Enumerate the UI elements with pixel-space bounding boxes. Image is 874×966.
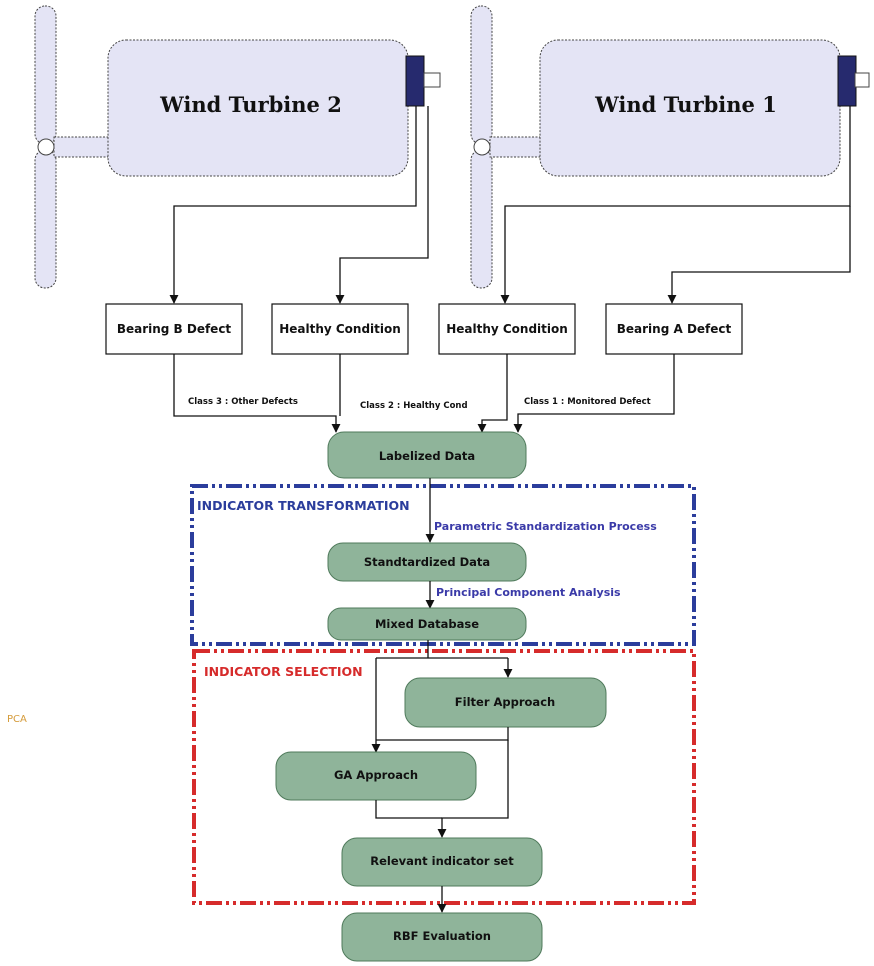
section-indicator-transformation — [190, 484, 696, 646]
wire-class-2-right — [477, 354, 508, 433]
turbine-1-upper-blade — [470, 5, 493, 145]
wire-class-1 — [513, 354, 675, 433]
turbine-2-title: Wind Turbine 2 — [159, 92, 342, 117]
wire-filter-to-ga — [376, 727, 509, 741]
condition-label-bearing-a: Bearing A Defect — [617, 322, 732, 336]
node-ga-approach-label: GA Approach — [334, 768, 418, 782]
turbine-2-sensor-tip — [423, 72, 441, 88]
node-labelized-data — [327, 431, 527, 479]
method-standardization: Parametric Standardization Process — [434, 520, 657, 533]
class-label-1: Class 1 : Monitored Defect — [524, 397, 651, 407]
node-rbf-evaluation-label: RBF Evaluation — [393, 929, 491, 943]
condition-label-healthy-left: Healthy Condition — [279, 322, 401, 336]
wire-to-bearing-b — [169, 106, 417, 304]
side-label-pca: PCA — [7, 714, 27, 725]
class-wires — [173, 354, 675, 433]
turbine-1-housing — [539, 39, 841, 177]
node-mixed-database-label: Mixed Database — [375, 617, 479, 631]
wire-filter-to-relevant — [437, 740, 509, 838]
node-filter-approach — [404, 677, 607, 728]
node-relevant-indicator-set-label: Relevant indicator set — [370, 854, 514, 868]
wind-turbine-2: Wind Turbine 2 — [34, 5, 441, 289]
turbine-2-sensor-block — [405, 55, 425, 107]
condition-box-healthy-left — [271, 303, 409, 355]
turbine-1-shaft — [489, 136, 543, 158]
wire-to-healthy-left — [335, 106, 429, 304]
node-filter-approach-label: Filter Approach — [455, 695, 555, 709]
wire-to-healthy-right — [500, 106, 851, 304]
node-standardized-data — [327, 542, 527, 582]
turbine-1-lower-blade — [470, 149, 493, 289]
turbine-2-hub-circle — [37, 138, 55, 156]
turbine-1-title: Wind Turbine 1 — [594, 92, 777, 117]
turbine-2-shaft — [53, 136, 111, 158]
node-rbf-evaluation — [341, 912, 543, 962]
wire-ga-to-relevant — [375, 800, 442, 819]
turbine-2-lower-blade — [34, 149, 57, 289]
class-label-3: Class 3 : Other Defects — [188, 397, 298, 407]
section-indicator-selection — [192, 649, 696, 905]
turbine-1-hub-circle — [473, 138, 491, 156]
wind-turbine-1: Wind Turbine 1 — [470, 5, 870, 289]
condition-boxes: Bearing B Defect Healthy Condition Healt… — [105, 303, 743, 355]
turbine-1-sensor-tip — [854, 72, 870, 88]
class-label-2: Class 2 : Healthy Cond — [360, 401, 468, 411]
turbine-2-housing — [107, 39, 409, 177]
turbine-signal-wires — [169, 106, 851, 304]
condition-box-bearing-b — [105, 303, 243, 355]
turbine-1-sensor-block — [837, 55, 857, 107]
wire-class-3 — [173, 354, 341, 433]
node-mixed-database — [327, 607, 527, 641]
node-labelized-data-label: Labelized Data — [379, 449, 475, 463]
turbine-2-upper-blade — [34, 5, 57, 145]
section-selection-title: INDICATOR SELECTION — [204, 664, 363, 679]
condition-label-healthy-right: Healthy Condition — [446, 322, 568, 336]
method-pca: Principal Component Analysis — [436, 586, 621, 599]
wire-to-bearing-a — [667, 206, 851, 304]
condition-label-bearing-b: Bearing B Defect — [117, 322, 232, 336]
node-standardized-data-label: Standtardized Data — [364, 555, 490, 569]
section-transformation-title: INDICATOR TRANSFORMATION — [197, 498, 410, 513]
